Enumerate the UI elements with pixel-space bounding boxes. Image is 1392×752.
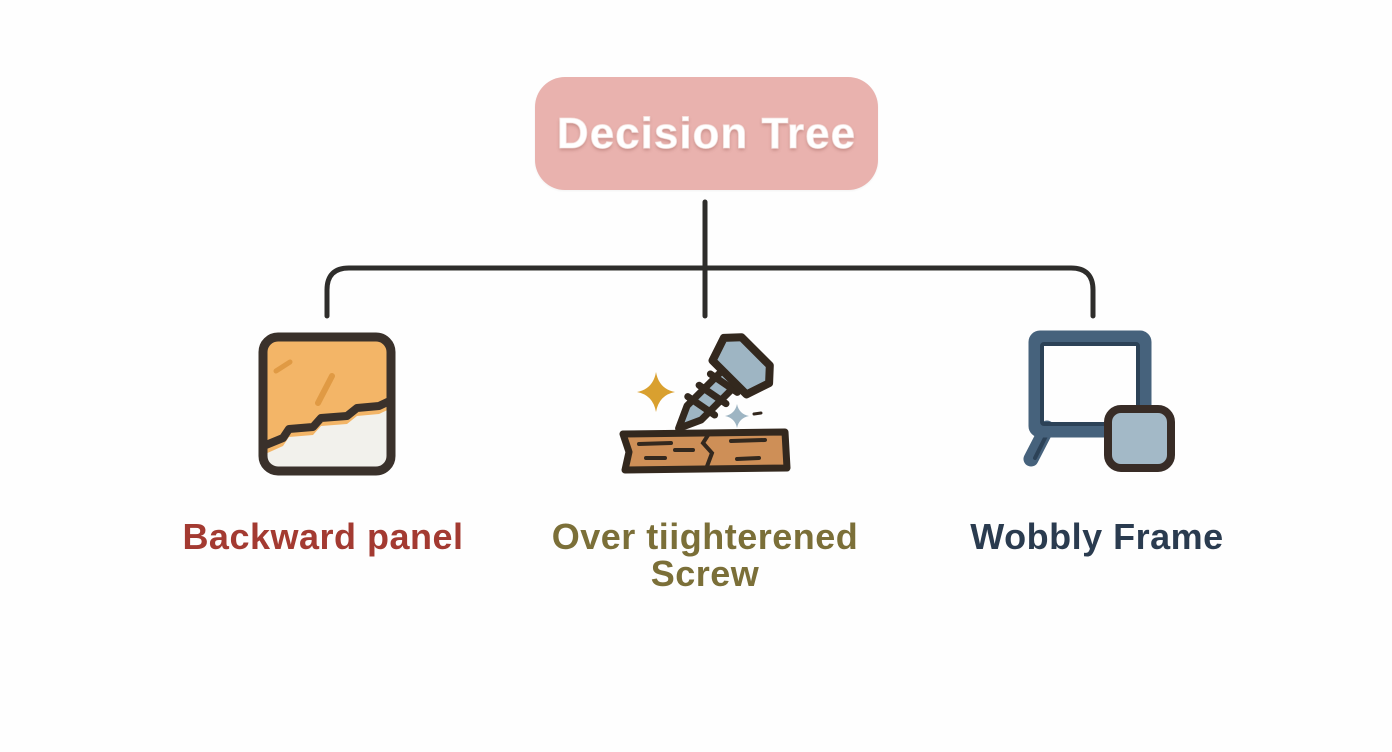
picture-frame <box>1023 330 1152 467</box>
branch-label-overtightened-screw: Over tiighterened Screw <box>551 516 859 594</box>
root-node: Decision Tree <box>535 77 878 190</box>
screw <box>675 333 774 432</box>
wood-plank <box>619 428 791 474</box>
branch-label-wobbly-frame: Wobbly Frame <box>970 516 1224 557</box>
screw-in-cracked-wood-icon <box>619 333 791 474</box>
wobbly-frame-icon <box>1023 330 1175 472</box>
branch-label-backward-panel: Backward panel <box>182 516 464 557</box>
root-node-label: Decision Tree <box>556 108 857 158</box>
gold-sparkle-icon <box>637 372 675 412</box>
loose-square <box>1104 405 1175 472</box>
branch-bracket-line <box>324 265 1096 319</box>
blue-sparkle-icon <box>725 404 749 428</box>
torn-panel-icon <box>258 332 396 476</box>
